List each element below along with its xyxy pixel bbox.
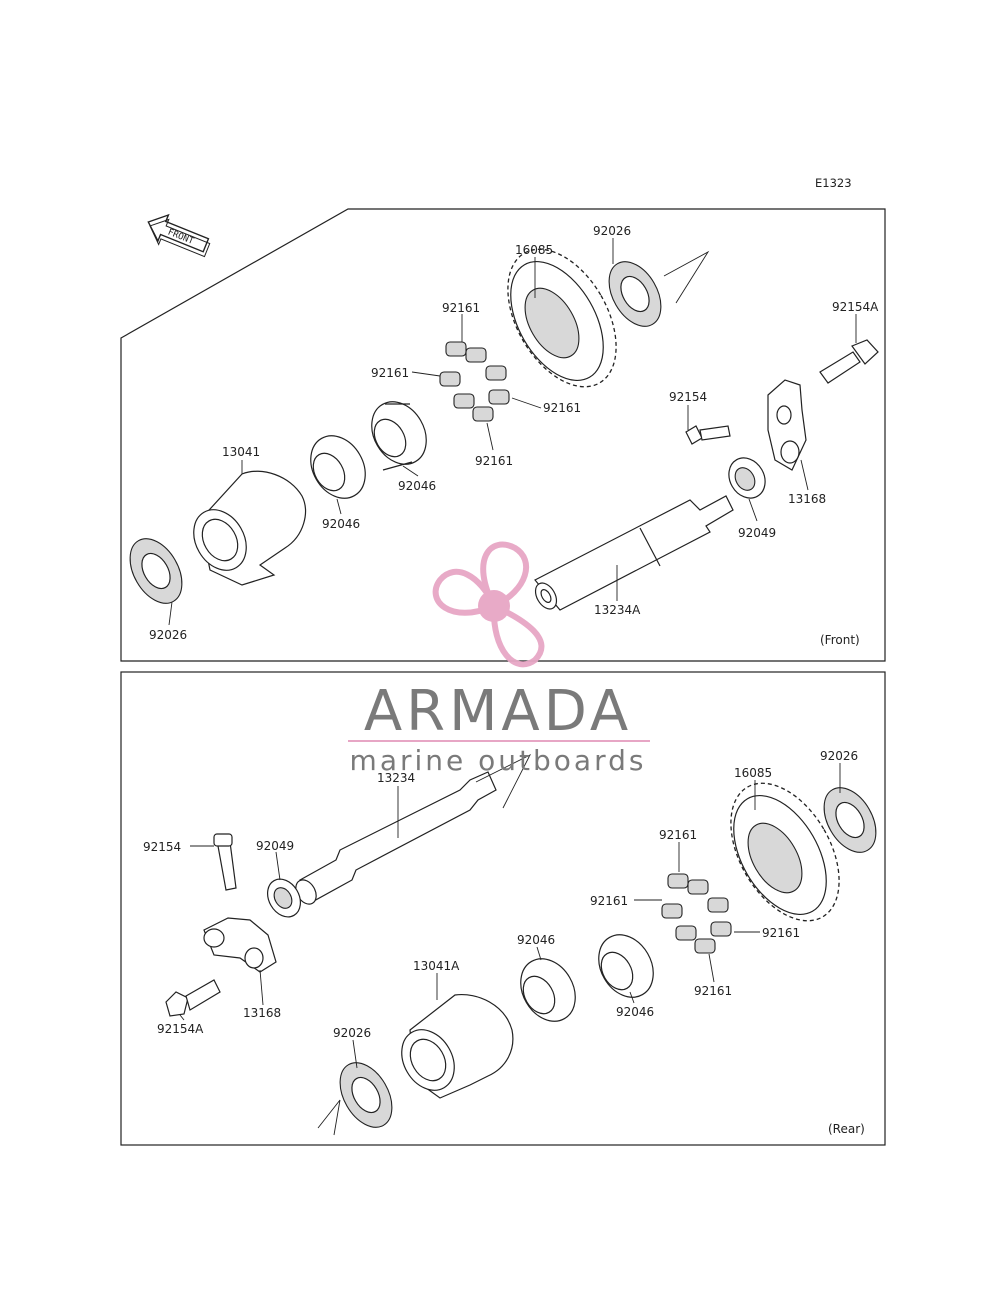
oil-seal-front [728, 457, 766, 499]
label-92154: 92154 [143, 840, 181, 854]
label-92046: 92046 [322, 517, 360, 531]
label-92154A: 92154A [832, 300, 879, 314]
panel-front: 16085 92026 92154A 92161 92161 92161 921… [120, 208, 886, 662]
shaft-front [534, 495, 734, 611]
label-92161: 92161 [371, 366, 409, 380]
bolt-92154A-front [819, 339, 879, 384]
panel-front-frame [120, 208, 886, 662]
thrust-washer-front-right [608, 261, 662, 327]
bolt-92154-rear [213, 833, 237, 891]
label-92046: 92046 [398, 479, 436, 493]
label-92161: 92161 [442, 301, 480, 315]
diagram-code: E1323 [815, 176, 852, 190]
label-13168: 13168 [788, 492, 826, 506]
label-92026: 92026 [149, 628, 187, 642]
label-92161: 92161 [694, 984, 732, 998]
break-mark [317, 1099, 341, 1136]
front-arrow-icon: FRONT [147, 213, 211, 258]
holder-rear [203, 917, 277, 973]
holder-front [767, 379, 807, 471]
collar-rear [661, 873, 732, 954]
watermark: ARMADA marine outboards [348, 541, 650, 777]
label-13234: 13234 [377, 771, 415, 785]
label-92154: 92154 [669, 390, 707, 404]
bolt-92154-front [685, 425, 731, 445]
leader-lines-rear [179, 763, 841, 1069]
needle-bearing-rear-2 [520, 958, 576, 1022]
shaft-rear [295, 771, 497, 905]
label-92161: 92161 [762, 926, 800, 940]
watermark-tagline: marine outboards [350, 744, 647, 777]
collar-front [439, 341, 510, 422]
label-92161: 92161 [590, 894, 628, 908]
label-13168: 13168 [243, 1006, 281, 1020]
thrust-washer-rear-left [339, 1062, 393, 1128]
break-mark [475, 753, 532, 809]
label-92046: 92046 [616, 1005, 654, 1019]
gear-rear [730, 782, 840, 922]
needle-bearing-rear-1 [598, 934, 654, 998]
sleeve-front [193, 470, 306, 586]
label-92026: 92026 [593, 224, 631, 238]
label-92026: 92026 [820, 749, 858, 763]
panel-rear-caption: (Rear) [828, 1122, 865, 1136]
panel-rear-frame [120, 671, 886, 1146]
label-16085: 16085 [734, 766, 772, 780]
propeller-logo-icon [432, 541, 545, 668]
label-92049: 92049 [256, 839, 294, 853]
leader-lines-front [168, 238, 857, 626]
label-16085: 16085 [515, 243, 553, 257]
label-92161: 92161 [475, 454, 513, 468]
label-92161: 92161 [659, 828, 697, 842]
needle-bearing-front-1 [371, 401, 427, 471]
break-mark [663, 250, 710, 304]
bolt-92154A-rear [165, 979, 221, 1017]
panel-rear: 13234 16085 92026 92154 92049 92161 9216… [120, 671, 886, 1146]
label-92154A: 92154A [157, 1022, 204, 1036]
label-13234A: 13234A [594, 603, 641, 617]
panel-front-caption: (Front) [820, 633, 860, 647]
label-13041: 13041 [222, 445, 260, 459]
label-13041A: 13041A [413, 959, 460, 973]
label-92026: 92026 [333, 1026, 371, 1040]
gear-front [507, 248, 617, 388]
label-92049: 92049 [738, 526, 776, 540]
thrust-washer-rear-right [823, 787, 877, 853]
watermark-brand: ARMADA [364, 679, 632, 744]
label-92046: 92046 [517, 933, 555, 947]
needle-bearing-front-2 [310, 435, 366, 499]
thrust-washer-front-left [129, 538, 183, 604]
label-92161: 92161 [543, 401, 581, 415]
sleeve-rear [401, 993, 514, 1099]
oil-seal-rear [267, 878, 301, 918]
